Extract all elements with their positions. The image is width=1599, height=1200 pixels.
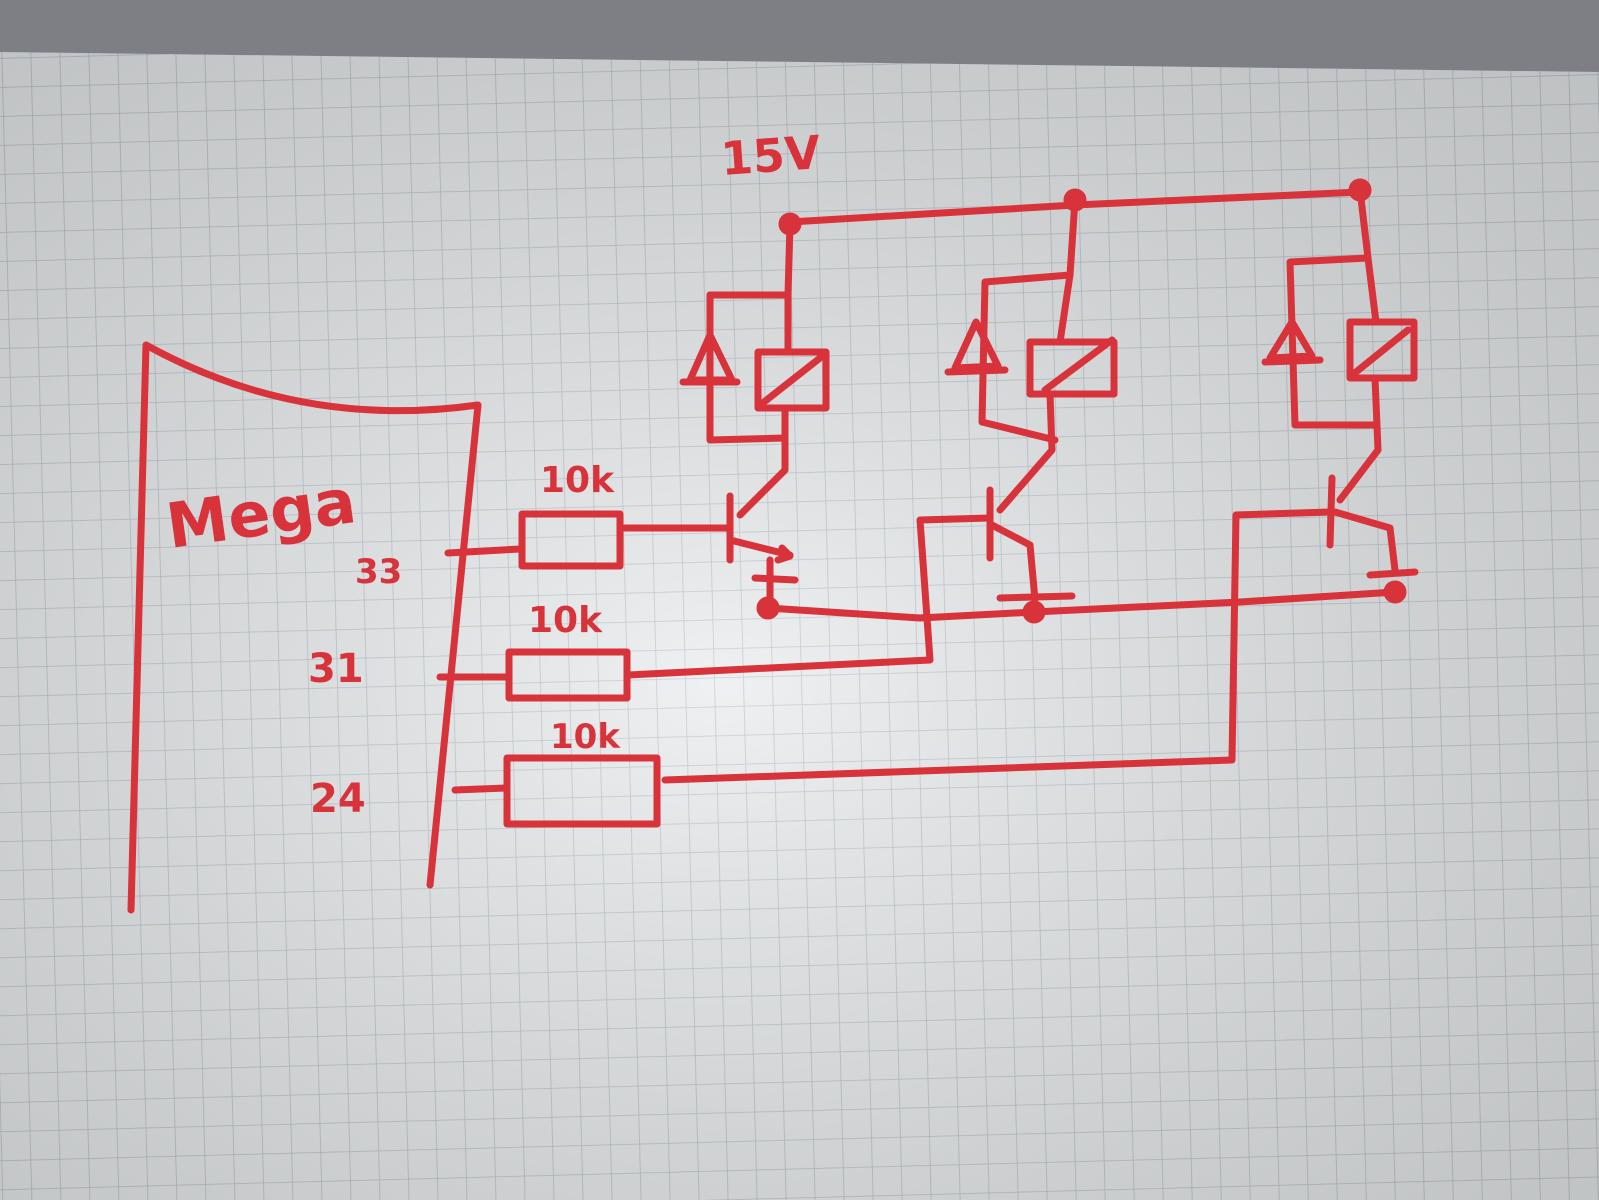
resistor-r2-value: 10k	[528, 600, 603, 641]
relay-coil-1	[754, 348, 830, 412]
pin-label-31: 31	[308, 646, 364, 692]
pin-label-24: 24	[310, 776, 366, 822]
resistor-r3: 10k	[503, 717, 661, 828]
flyback-diode-3	[1261, 318, 1324, 366]
pin-wires	[436, 545, 524, 794]
relay-coil-2	[1026, 338, 1118, 398]
flyback-diode-2	[944, 318, 1009, 376]
mega-board-outline	[127, 341, 482, 914]
relay-stage-3	[661, 186, 1419, 784]
supply-voltage-label: 15V	[719, 125, 823, 186]
resistor-r1-value: 10k	[540, 460, 615, 501]
resistor-r2: 10k	[505, 600, 631, 702]
grid-paper	[0, 52, 1599, 1200]
transistor-q1	[621, 492, 794, 614]
ground-bus	[764, 588, 1399, 622]
relay-stage-2	[624, 196, 1118, 679]
resistor-r3-value: 10k	[550, 717, 621, 757]
pin-label-33: 33	[355, 552, 402, 592]
transistor-q2	[986, 486, 1076, 604]
flyback-diode-1	[679, 291, 741, 386]
relay-stage-1	[621, 220, 830, 620]
resistor-r1: 10k	[518, 460, 624, 570]
relay-coil-3	[1346, 318, 1418, 382]
